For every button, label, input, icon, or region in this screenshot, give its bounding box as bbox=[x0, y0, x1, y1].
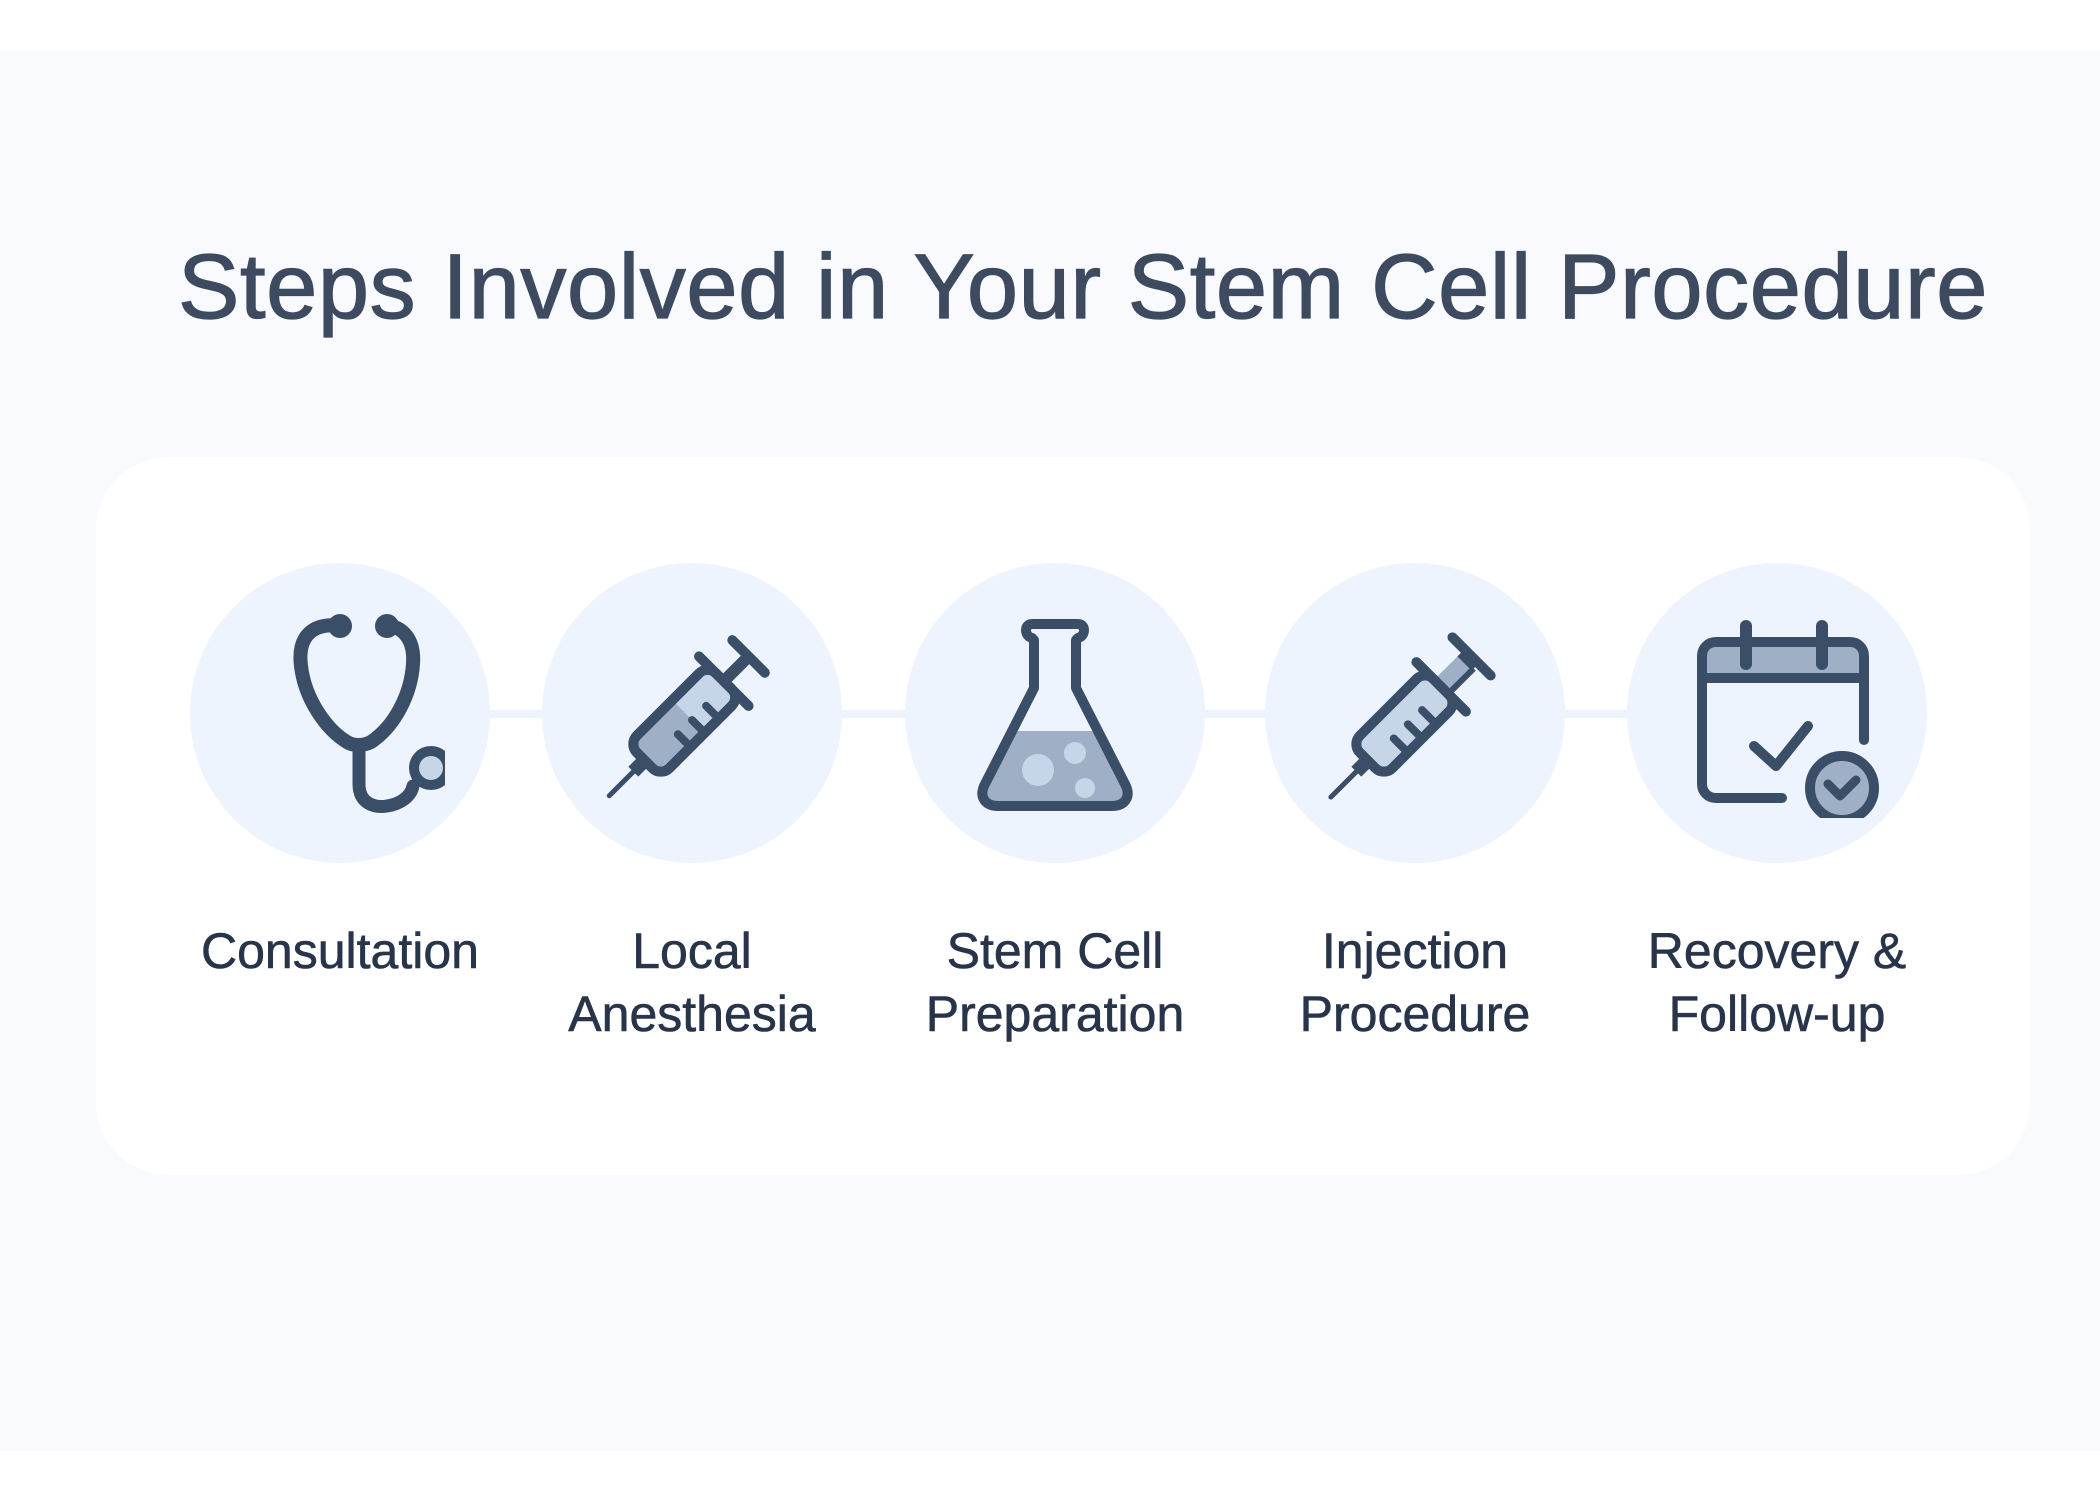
step-icon-circle bbox=[1627, 563, 1927, 863]
step-icon-circle bbox=[542, 563, 842, 863]
connector-line bbox=[840, 710, 906, 718]
stethoscope-icon bbox=[293, 614, 445, 813]
step-label: Local Anesthesia bbox=[568, 923, 816, 1043]
step-label: Injection Procedure bbox=[1299, 923, 1531, 1043]
step-icon-circle bbox=[1265, 563, 1565, 863]
connector-line bbox=[488, 710, 545, 718]
syringe-icon bbox=[606, 635, 770, 799]
step-icon-circle bbox=[905, 563, 1205, 863]
calendar-check-icon bbox=[1697, 620, 1879, 818]
flask-icon bbox=[977, 619, 1133, 811]
page-title: Steps Involved in Your Stem Cell Procedu… bbox=[177, 235, 1988, 338]
step-icon-circle bbox=[190, 563, 490, 863]
step-label: Stem Cell Preparation bbox=[925, 923, 1185, 1043]
syringe-icon bbox=[1328, 632, 1496, 800]
step-label: Recovery & Follow-up bbox=[1647, 923, 1907, 1043]
step-label: Consultation bbox=[201, 923, 480, 980]
connector-line bbox=[1563, 710, 1628, 718]
connector-line bbox=[1203, 710, 1266, 718]
